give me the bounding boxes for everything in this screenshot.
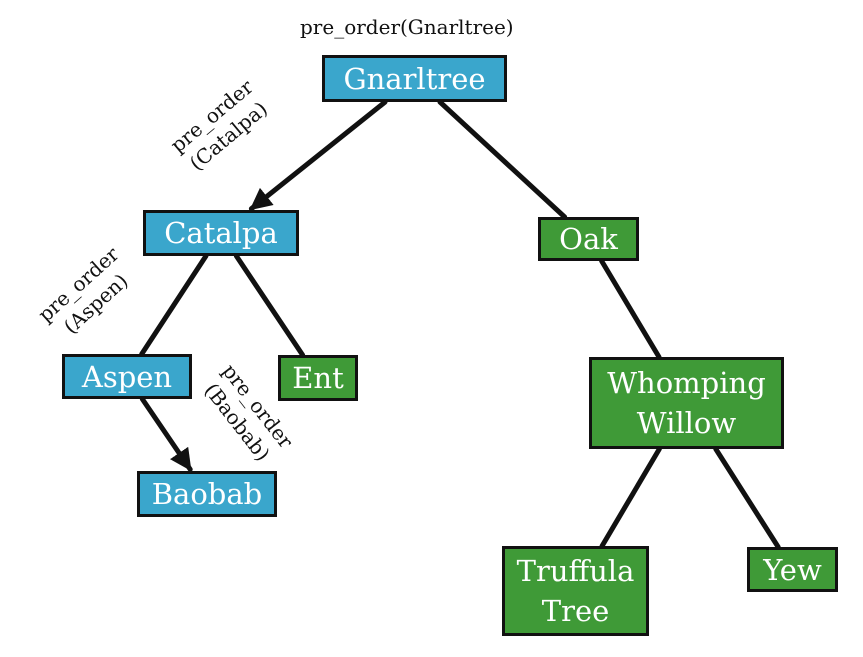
edge-whomping_willow-truffula_tree (599, 446, 662, 549)
tree-node-baobab: Baobab (137, 471, 277, 517)
node-label: Baobab (151, 477, 263, 511)
node-label: Whomping (607, 366, 766, 400)
node-label: Tree (541, 594, 610, 628)
tree-node-gnarltree: Gnarltree (322, 55, 507, 102)
edge-catalpa-ent (233, 253, 306, 358)
node-label: Gnarltree (343, 61, 486, 96)
tree-node-catalpa: Catalpa (143, 210, 299, 256)
tree-node-whomping-willow: Whomping Willow (589, 357, 784, 449)
node-label: Truffula (516, 554, 635, 588)
node-label: Willow (636, 406, 737, 440)
tree-node-ent: Ent (278, 355, 358, 401)
node-label: Aspen (81, 359, 173, 394)
tree-node-aspen: Aspen (62, 354, 192, 399)
edge-catalpa-aspen (139, 253, 209, 357)
edge-whomping_willow-yew (713, 446, 781, 550)
tree-node-yew: Yew (747, 547, 838, 592)
edge-oak-whomping_willow (599, 258, 662, 360)
node-label: Ent (292, 361, 344, 395)
node-label: Catalpa (164, 216, 278, 250)
tree-node-oak: Oak (538, 217, 639, 261)
call-label-gnarltree: pre_order(Gnarltree) (300, 14, 514, 40)
edge-gnarltree-oak (437, 99, 568, 220)
edge-aspen-baobab (139, 396, 193, 472)
call-label-line: pre_order(Gnarltree) (300, 15, 514, 39)
edge-gnarltree-catalpa (248, 99, 388, 212)
tree-node-truffula-tree: Truffula Tree (502, 546, 649, 636)
node-label: Yew (763, 552, 822, 587)
node-label: Oak (559, 222, 618, 256)
